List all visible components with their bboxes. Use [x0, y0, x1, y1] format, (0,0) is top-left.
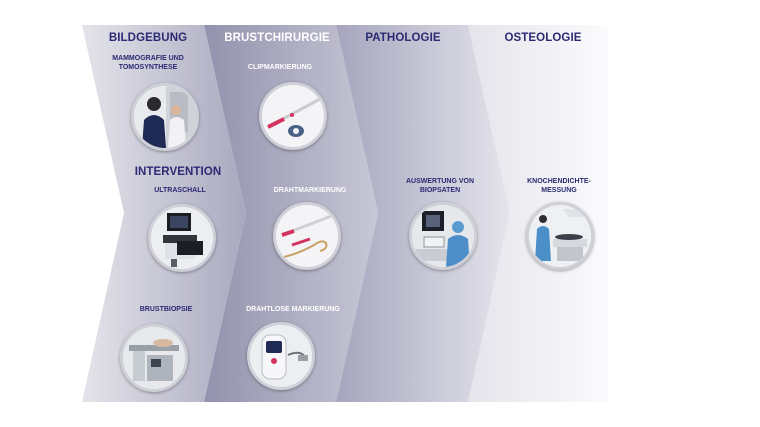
header-intervention: INTERVENTION — [134, 166, 222, 178]
header-brustchirurgie: BRUSTCHIRURGIE — [224, 32, 330, 44]
label-ultraschall: ULTRASCHALL — [154, 187, 206, 194]
header-pathologie: PATHOLOGIE — [365, 32, 441, 44]
photo-mammografie — [131, 83, 199, 151]
label-clipmarkierung: CLIPMARKIERUNG — [247, 64, 313, 71]
label-mammografie: MAMMOGRAFIE UND TOMOSYNTHESE — [112, 55, 184, 71]
photo-ultraschall — [148, 204, 216, 272]
label-brustbiopsie: BRUSTBIOPSIE — [139, 306, 193, 313]
label-knochendichte: KNOCHENDICHTE- MESSUNG — [527, 178, 591, 194]
label-drahtmarkierung: DRAHTMARKIERUNG — [273, 187, 347, 194]
header-osteologie: OSTEOLOGIE — [504, 32, 582, 44]
photo-knochendichte — [526, 202, 594, 270]
photo-clipmarkierung — [259, 82, 327, 150]
label-auswertung: AUSWERTUNG VON BIOPSATEN — [405, 178, 475, 194]
label-drahtlose: DRAHTLOSE MARKIERUNG — [246, 306, 340, 313]
header-bildgebung: BILDGEBUNG — [108, 32, 188, 44]
photo-brustbiopsie — [120, 324, 188, 392]
photo-drahtlose — [247, 322, 315, 390]
photo-drahtmarkierung — [273, 202, 341, 270]
photo-auswertung — [409, 202, 477, 270]
